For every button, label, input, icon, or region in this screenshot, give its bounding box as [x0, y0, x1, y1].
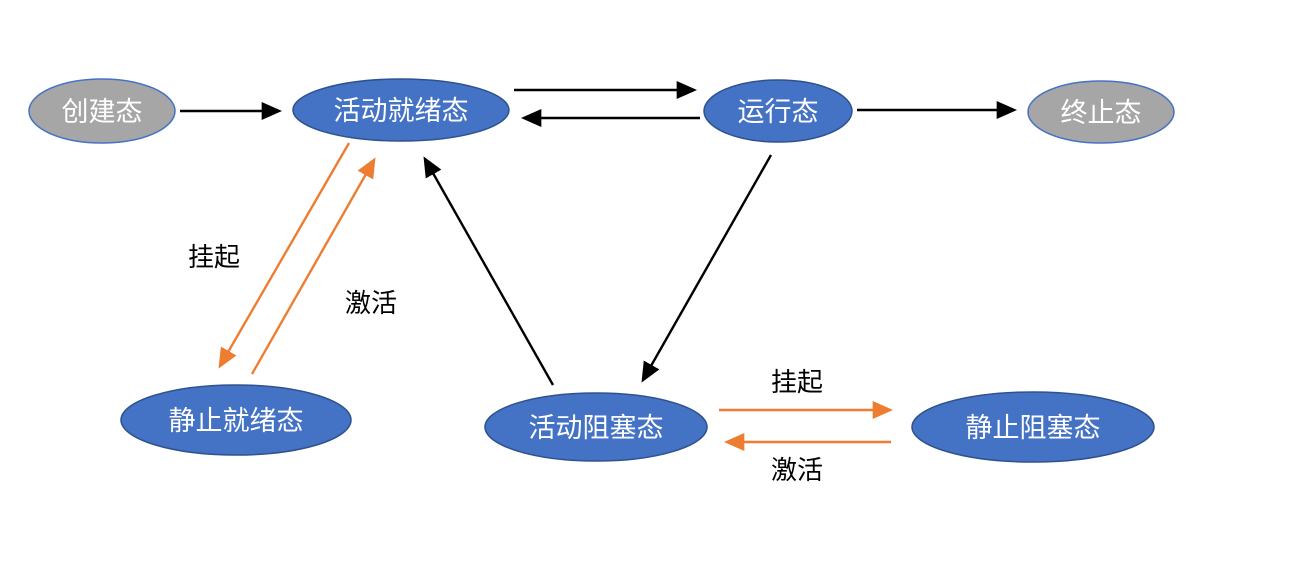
state-node-static-blocked: 静止阻塞态 — [911, 391, 1155, 463]
arrow-active-blocked-to-active-ready — [423, 156, 555, 386]
state-label-static-ready: 静止就绪态 — [169, 406, 304, 436]
orange-transition-arrows — [218, 142, 894, 451]
label-activate-ready: 激活 — [345, 288, 397, 318]
ellipse-static-blocked — [911, 391, 1155, 463]
ellipse-terminated — [1027, 80, 1175, 144]
arrow-running-to-active-blocked — [641, 154, 773, 383]
state-label-static-blocked: 静止阻塞态 — [966, 413, 1101, 443]
label-suspend-ready: 挂起 — [188, 242, 240, 272]
arrow-activate-static-ready-to-active-ready — [250, 157, 376, 375]
state-label-active-blocked: 活动阻塞态 — [529, 413, 664, 443]
ellipse-active-ready — [292, 78, 510, 142]
state-node-running: 运行态 — [703, 79, 853, 143]
state-label-created: 创建态 — [62, 97, 143, 127]
state-node-created: 创建态 — [28, 78, 176, 144]
arrow-suspend-active-ready-to-static-ready — [218, 142, 351, 369]
edge-labels: 挂起 激活 挂起 激活 — [188, 242, 823, 485]
state-label-terminated: 终止态 — [1061, 98, 1142, 128]
state-node-static-ready: 静止就绪态 — [120, 384, 352, 456]
ellipse-running — [703, 79, 853, 143]
ellipse-static-ready — [120, 384, 352, 456]
ellipse-created — [28, 78, 176, 144]
state-node-terminated: 终止态 — [1027, 80, 1175, 144]
state-label-running: 运行态 — [738, 97, 819, 127]
label-activate-blocked: 激活 — [771, 455, 823, 485]
ellipse-active-blocked — [484, 392, 708, 462]
state-node-active-ready: 活动就绪态 — [292, 78, 510, 142]
black-transition-arrows — [180, 81, 1018, 386]
state-node-active-blocked: 活动阻塞态 — [484, 392, 708, 462]
label-suspend-blocked: 挂起 — [771, 367, 823, 397]
state-label-active-ready: 活动就绪态 — [334, 96, 469, 126]
